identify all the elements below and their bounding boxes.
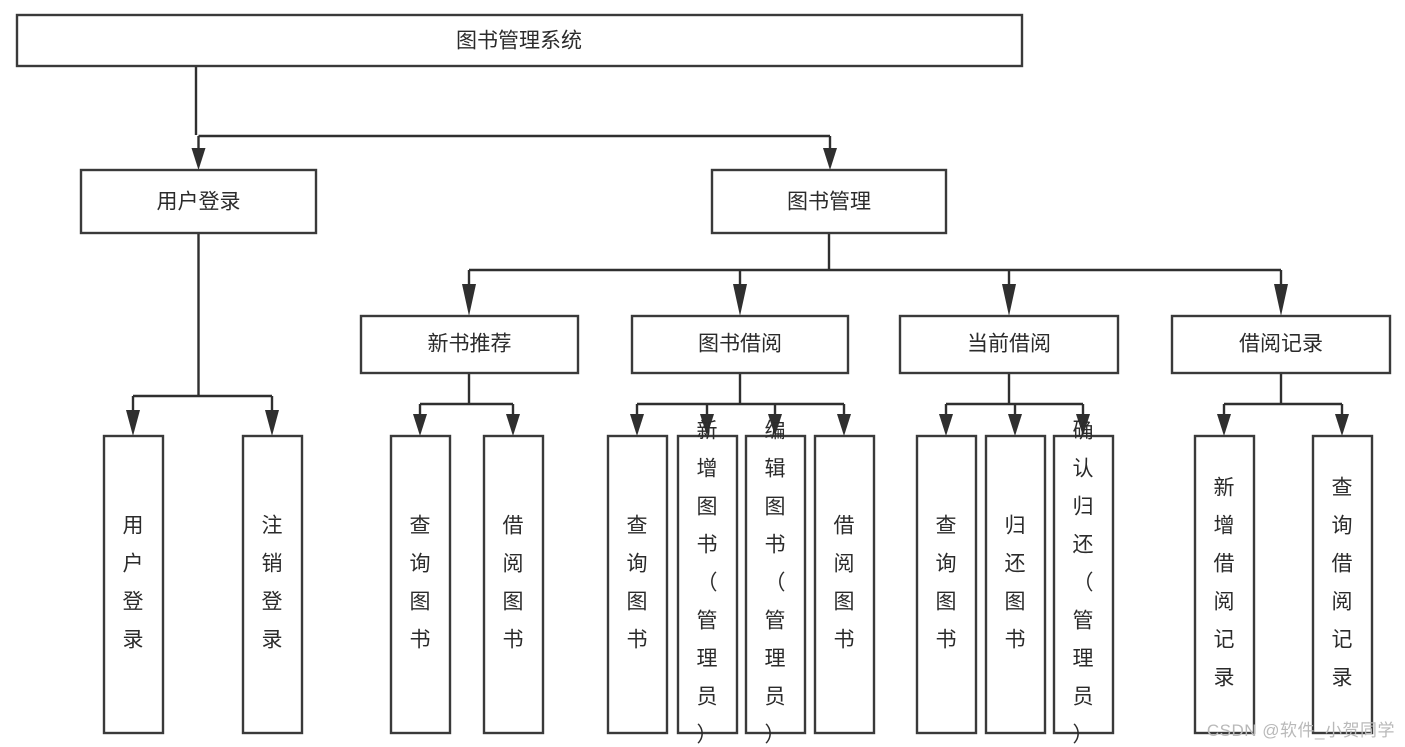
leaf-confirm-return[interactable]: 确认归还（管理员） <box>1052 420 1115 747</box>
arrow-to-leaf-query-book-2 <box>630 414 644 436</box>
node-borrow-record[interactable]: 借阅记录 <box>1170 314 1392 375</box>
node-root-label: 图书管理系统 <box>456 30 582 53</box>
node-book-manage[interactable]: 图书管理 <box>710 168 948 235</box>
node-book-borrow[interactable]: 图书借阅 <box>630 314 850 375</box>
arrow-to-leaf-add-record <box>1217 414 1231 436</box>
leaf-add-borrow-record[interactable]: 新增借阅记录 <box>1193 434 1256 735</box>
leaf-borrow-book-recommend-label: 借阅图书 <box>503 515 524 652</box>
leaf-edit-book[interactable]: 编辑图书（管理员） <box>744 420 807 747</box>
leaf-confirm-return-label: 确认归还（管理员） <box>1073 420 1094 747</box>
leaf-add-book[interactable]: 新增图书（管理员） <box>676 420 739 747</box>
node-book-borrow-label: 图书借阅 <box>698 333 782 356</box>
arrow-to-leaf-query-record <box>1335 414 1349 436</box>
csdn-watermark: CSDN @软件_小贺同学 <box>1206 721 1395 740</box>
leaf-query-book-current-label: 查询图书 <box>936 515 957 652</box>
arrow-to-book-manage <box>823 148 837 170</box>
leaf-query-book-borrow-label: 查询图书 <box>627 515 648 652</box>
leaf-borrow-book-label: 借阅图书 <box>834 515 855 652</box>
arrow-to-leaf-borrow-book-2 <box>837 414 851 436</box>
leaf-logout-label: 注销登录 <box>262 515 283 652</box>
arrow-to-new-book <box>462 284 476 316</box>
leaf-return-book-label: 归还图书 <box>1005 515 1026 652</box>
leaf-query-book-borrow[interactable]: 查询图书 <box>606 434 669 735</box>
leaf-borrow-book[interactable]: 借阅图书 <box>813 434 876 735</box>
arrow-to-book-borrow <box>733 284 747 316</box>
leaf-query-book-current[interactable]: 查询图书 <box>915 434 978 735</box>
leaf-add-book-label: 新增图书（管理员） <box>697 420 718 747</box>
arrow-to-leaf-query-book-3 <box>939 414 953 436</box>
node-current-borrow[interactable]: 当前借阅 <box>898 314 1120 375</box>
arrow-to-borrow-record <box>1274 284 1288 316</box>
node-root[interactable]: 图书管理系统 <box>15 13 1024 68</box>
leaf-add-borrow-record-label: 新增借阅记录 <box>1214 477 1235 690</box>
leaf-borrow-book-recommend[interactable]: 借阅图书 <box>482 434 545 735</box>
arrow-to-leaf-user-login <box>126 410 140 436</box>
node-borrow-record-label: 借阅记录 <box>1239 333 1323 356</box>
arrow-to-leaf-add-book <box>700 414 714 436</box>
leaf-return-book[interactable]: 归还图书 <box>984 434 1047 735</box>
node-current-borrow-label: 当前借阅 <box>967 333 1051 356</box>
arrow-to-leaf-confirm-return <box>1076 414 1090 436</box>
leaf-user-login-label: 用户登录 <box>123 515 144 652</box>
leaf-query-book-recommend-label: 查询图书 <box>410 515 431 652</box>
arrow-to-leaf-query-book-1 <box>413 414 427 436</box>
leaf-user-login[interactable]: 用户登录 <box>102 434 165 735</box>
arrow-to-leaf-borrow-book-1 <box>506 414 520 436</box>
arrow-to-leaf-logout <box>265 410 279 436</box>
leaf-query-book-recommend[interactable]: 查询图书 <box>389 434 452 735</box>
leaf-query-borrow-record[interactable]: 查询借阅记录 <box>1311 434 1374 735</box>
leaf-logout[interactable]: 注销登录 <box>241 434 304 735</box>
arrow-to-current-borrow <box>1002 284 1016 316</box>
arrow-to-leaf-edit-book <box>768 414 782 436</box>
node-book-manage-label: 图书管理 <box>787 191 871 214</box>
node-new-book-recommend-label: 新书推荐 <box>428 333 512 356</box>
node-user-login-label: 用户登录 <box>157 191 241 214</box>
connector-layer <box>126 66 1349 436</box>
node-user-login[interactable]: 用户登录 <box>79 168 318 235</box>
arrow-to-user-login <box>191 148 206 170</box>
leaf-edit-book-label: 编辑图书（管理员） <box>765 420 786 747</box>
arrow-to-leaf-return-book <box>1008 414 1022 436</box>
node-new-book-recommend[interactable]: 新书推荐 <box>359 314 580 375</box>
leaf-query-borrow-record-label: 查询借阅记录 <box>1332 477 1353 690</box>
